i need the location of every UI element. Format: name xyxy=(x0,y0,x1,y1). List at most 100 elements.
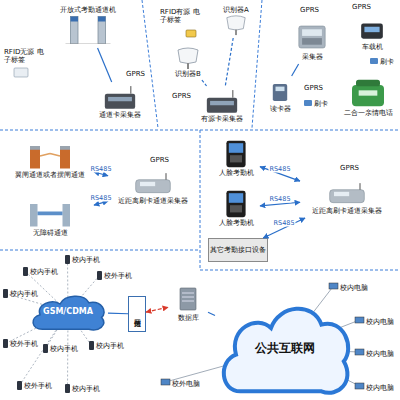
icon-part xyxy=(207,98,237,113)
device-icon xyxy=(262,79,298,105)
signal-label: RS485 xyxy=(89,195,112,202)
node-text: GSM/CDMA xyxy=(43,307,93,317)
annotation-label: RFID无源 电子标签 xyxy=(4,48,46,64)
icon-part xyxy=(334,192,349,196)
device-icon xyxy=(166,46,210,70)
icon-part xyxy=(235,30,237,36)
icon-part xyxy=(227,16,245,30)
annotation-label: 校内手机 xyxy=(50,345,80,353)
phone-icon xyxy=(97,271,102,280)
icon-part xyxy=(180,288,196,310)
annotation-label: 校内电脑 xyxy=(366,350,396,358)
icon-part xyxy=(40,154,60,157)
process-box: 短信网关 xyxy=(128,296,146,332)
icon-part xyxy=(226,191,245,217)
node-text: 近距离刷卡通道采集器 xyxy=(312,207,382,215)
annotation-label: RFID有源 电子标签 xyxy=(160,8,204,24)
device-node: 人脸考勤机 xyxy=(212,136,260,180)
node-text: 识别器A xyxy=(223,6,249,14)
computer-icon xyxy=(329,283,338,289)
icon-part xyxy=(359,90,378,95)
icon-part xyxy=(232,90,233,98)
icon-part xyxy=(230,205,242,212)
annotation-label: 校外手机 xyxy=(104,272,134,280)
icon-part xyxy=(60,146,70,150)
connector xyxy=(208,312,215,315)
icon-part xyxy=(98,17,106,45)
icon-part xyxy=(178,48,198,64)
annotation-label: 校内手机 xyxy=(72,256,102,264)
node-text: 数据库 xyxy=(178,314,199,322)
annotation-label: 校内手机 xyxy=(30,268,60,276)
annotation-label: GPRS xyxy=(300,6,326,14)
device-icon xyxy=(6,141,94,171)
annotation-label: 校外手机 xyxy=(24,382,54,390)
device-icon xyxy=(6,199,94,229)
node-text: 开放式考勤通道机 xyxy=(60,6,116,14)
device-icon xyxy=(48,14,128,44)
icon-part xyxy=(71,17,79,45)
device-node: 开放式考勤通道机 xyxy=(48,2,128,48)
icon-part xyxy=(98,17,106,22)
process-box: 其它考勤接口设备 xyxy=(208,238,268,262)
device-node: 采集器 xyxy=(290,18,334,64)
swipe-card xyxy=(370,58,378,64)
annotation-label: GPRS xyxy=(172,92,196,100)
device-node: 二合一亲情电话 xyxy=(338,74,398,120)
annotation-label: 校内电脑 xyxy=(366,318,396,326)
node-text: 二合一亲情电话 xyxy=(344,109,393,117)
node-text: 近距离刷卡通道采集器 xyxy=(118,197,188,205)
device-node: 近距离刷卡通道采集器 xyxy=(300,178,394,218)
computer-icon xyxy=(355,317,364,323)
icon-part xyxy=(66,44,111,45)
connector xyxy=(202,80,207,86)
tag-card xyxy=(186,30,196,37)
device-node: 识别器B xyxy=(166,44,210,80)
icon-part xyxy=(352,85,384,106)
annotation-label: 校外手机 xyxy=(10,340,40,348)
icon-part xyxy=(136,180,171,193)
signal-label: RS485 xyxy=(89,165,112,172)
device-icon xyxy=(300,181,394,207)
connector xyxy=(263,218,305,238)
node-text: 有源卡采集器 xyxy=(201,115,243,123)
node-text: 读卡器 xyxy=(270,105,291,113)
icon-part xyxy=(360,183,361,190)
icon-part xyxy=(302,29,322,36)
network-cloud: 公共互联网 xyxy=(215,298,355,398)
connector xyxy=(260,202,300,206)
section-dividers xyxy=(0,0,400,270)
icon-part xyxy=(140,182,155,186)
connector xyxy=(292,64,299,76)
icon-part xyxy=(108,97,132,101)
icon-part xyxy=(361,24,383,39)
device-icon xyxy=(85,85,155,111)
phone-icon xyxy=(65,384,70,393)
phone-icon xyxy=(65,255,70,264)
annotation-label: 校内电脑 xyxy=(366,384,396,392)
annotation-label: GPRS xyxy=(304,84,330,92)
network-cloud: GSM/CDMA xyxy=(28,292,108,332)
node-text: 人脸考勤机 xyxy=(219,219,254,227)
phone-icon xyxy=(3,289,8,298)
node-text: 车载机 xyxy=(362,43,383,51)
device-node: 近距离刷卡通道采集器 xyxy=(108,168,198,208)
icon-part xyxy=(30,149,40,169)
phone-icon xyxy=(17,381,22,390)
annotation-label: GPRS xyxy=(340,164,366,172)
phone-icon xyxy=(23,267,28,276)
annotation-label: 刷卡 xyxy=(380,58,396,66)
device-node: 识别器A xyxy=(214,4,258,38)
icon-part xyxy=(356,80,380,87)
computer-icon xyxy=(161,379,170,385)
signal-label: RS485 xyxy=(268,165,291,172)
phone-icon xyxy=(89,341,94,350)
divider-line xyxy=(0,250,200,251)
icon-part xyxy=(273,84,287,101)
device-icon xyxy=(338,77,398,109)
icon-part xyxy=(229,143,243,153)
connector xyxy=(94,172,108,176)
